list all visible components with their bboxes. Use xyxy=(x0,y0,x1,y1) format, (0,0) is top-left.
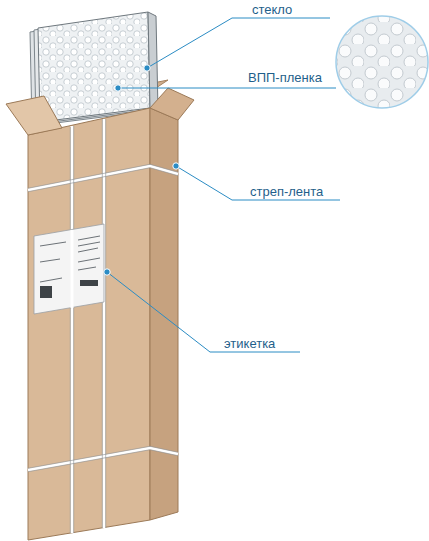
bubble-wrap-magnifier xyxy=(330,10,429,120)
strap-tape xyxy=(28,119,178,533)
callout-label: стреп-лента xyxy=(248,184,325,199)
box-left-flap xyxy=(6,96,62,135)
strap-tape-edge xyxy=(28,119,178,533)
box-front-face xyxy=(28,108,150,540)
leader-dot xyxy=(104,65,179,275)
callout-label: этикетка xyxy=(222,336,277,351)
callout-label: стекло xyxy=(250,2,294,17)
leader-line xyxy=(107,18,340,352)
box-right-flap xyxy=(150,88,194,120)
callout-label: ВПП-пленка xyxy=(246,70,324,85)
shipping-label xyxy=(34,224,104,314)
